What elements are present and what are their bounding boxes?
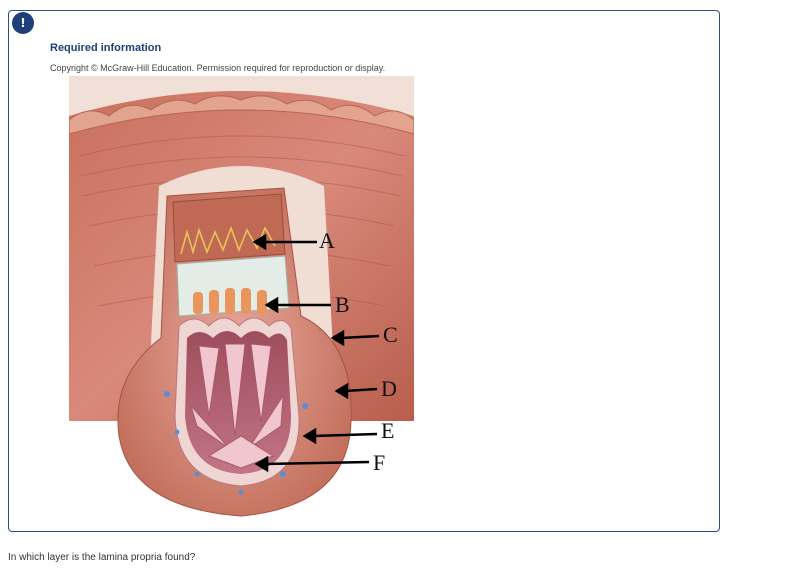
info-icon: ! <box>12 12 34 34</box>
panel-title: Required information <box>50 42 162 54</box>
serosa-scallops <box>69 95 414 135</box>
label-arrows <box>252 233 380 473</box>
copyright-notice: Copyright © McGraw-Hill Education. Permi… <box>50 63 386 73</box>
label-d: D <box>381 376 397 401</box>
muscle-band-a <box>172 193 286 263</box>
gland-structures <box>193 288 267 314</box>
nerve-plexus <box>180 225 276 255</box>
label-b: B <box>335 292 350 317</box>
mucosal-folds <box>190 343 284 469</box>
label-f: F <box>373 450 385 475</box>
label-a: A <box>319 228 335 253</box>
label-c: C <box>383 322 398 347</box>
label-e: E <box>381 418 394 443</box>
question-text: In which layer is the lamina propria fou… <box>8 552 196 563</box>
required-information-panel: ! Required information Copyright © McGra… <box>8 10 720 532</box>
digestive-tract-wall-figure: A B C D E F <box>69 76 414 521</box>
